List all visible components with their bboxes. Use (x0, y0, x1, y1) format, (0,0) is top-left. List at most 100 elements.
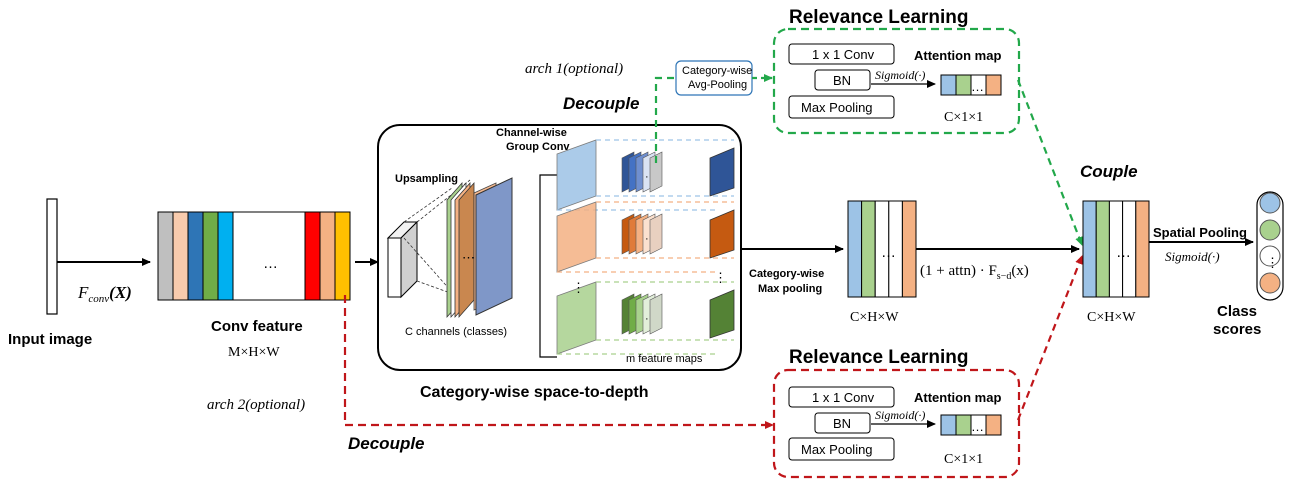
class-score-circles (1259, 192, 1281, 294)
class-score-circle (1259, 245, 1281, 267)
vdots-left: ⋮ (572, 280, 585, 295)
class-score-circle (1259, 219, 1281, 241)
group-conv-slab-right (709, 209, 735, 259)
bn-top[interactable] (814, 69, 871, 91)
s2d-title: Category-wise space-to-depth (420, 384, 648, 401)
maxpool-top[interactable] (788, 95, 895, 119)
relevance-title-bottom: Relevance Learning (789, 347, 969, 368)
maxpool-bottom[interactable] (788, 437, 895, 461)
cxhxw-block-output (1082, 200, 1150, 298)
class-label-1: Class (1217, 303, 1257, 320)
conv-feature-label: Conv feature (211, 318, 303, 335)
attention-dots: … (971, 419, 984, 434)
input-image-box (46, 198, 58, 315)
attention-map-top: … (940, 74, 1002, 96)
class-score-circle (1259, 272, 1281, 294)
c-channels-label: C channels (classes) (405, 326, 507, 338)
conv-1x1-top-label: 1 x 1 Conv (812, 47, 875, 62)
block-stripe (1135, 200, 1150, 298)
upsampling-group: ⋯ (386, 177, 513, 319)
conv-stripe (202, 211, 219, 301)
sigmoid-bottom: Sigmoid(·) (875, 408, 925, 422)
c11-top: C×1×1 (944, 110, 983, 125)
conv-stripe (187, 211, 204, 301)
sigmoid-top: Sigmoid(·) (875, 68, 925, 82)
attention-stripe (940, 74, 957, 96)
mid-dots: … (881, 244, 896, 261)
maxpool-bottom-label: Max Pooling (801, 442, 873, 457)
bn-bottom[interactable] (814, 412, 871, 434)
attention-map-title-bottom: Attention map (914, 390, 1001, 405)
input-image-label: Input image (8, 331, 92, 348)
mhw-label: M×H×W (228, 345, 280, 360)
catavg-label-1: Category-wise (682, 65, 752, 77)
decouple-bottom: Decouple (348, 434, 425, 453)
bn-top-label: BN (833, 73, 851, 88)
conv-stripe (232, 211, 306, 301)
bn-bottom-label: BN (833, 416, 851, 431)
vdots-right: ⋮ (714, 270, 727, 285)
row-dots: · (645, 313, 649, 325)
formula: (1 + attn) · Fs−d(x) (920, 263, 1029, 282)
upsampling-label: Upsampling (395, 173, 458, 185)
block-stripe (847, 200, 863, 298)
conv-stripe (157, 211, 174, 301)
out-dots: … (1116, 244, 1131, 261)
spatial-pooling-label: Spatial Pooling (1153, 225, 1247, 240)
class-vdots: ⋮ (1266, 255, 1279, 270)
group-conv-slab (649, 151, 663, 193)
c11-bottom: C×1×1 (944, 452, 983, 467)
fconv-label: Fconv(X) (77, 283, 132, 305)
block-stripe (901, 200, 917, 298)
conv-1x1-bottom-label: 1 x 1 Conv (812, 390, 875, 405)
green-dash-to-couple (1016, 79, 1084, 246)
channel-wise-label-2: Group Conv (506, 141, 570, 153)
relevance-title-top: Relevance Learning (789, 7, 969, 28)
attention-stripe (985, 414, 1002, 436)
conv-stripe (217, 211, 234, 301)
cat-maxpool-label-2: Max pooling (758, 283, 822, 295)
decouple-top: Decouple (563, 94, 640, 113)
bracket (539, 174, 557, 358)
attention-stripe (940, 414, 957, 436)
spatial-sigmoid: Sigmoid(·) (1165, 249, 1220, 264)
conv-feature-dots: … (263, 255, 278, 272)
block-stripe (861, 200, 876, 298)
chw-mid: C×H×W (850, 310, 899, 325)
attention-dots: … (971, 79, 984, 94)
conv-stripe (319, 211, 336, 301)
row-dots: · (645, 233, 649, 245)
group-conv-slab-right (709, 289, 735, 339)
m-feature-maps-label: m feature maps (626, 353, 703, 365)
cat-maxpool-label-1: Category-wise (749, 268, 824, 280)
arch2-label: arch 2(optional) (207, 397, 305, 413)
attention-map-bottom: … (940, 414, 1002, 436)
svg-text:⋯: ⋯ (462, 250, 475, 265)
chw-right: C×H×W (1087, 310, 1136, 325)
conv-feature-block (157, 211, 351, 301)
attention-stripe (985, 74, 1002, 96)
conv-stripe (334, 211, 351, 301)
group-conv-slab-right (709, 147, 735, 197)
attention-stripe (955, 74, 972, 96)
relevance-box-bottom (772, 368, 1021, 479)
couple-label: Couple (1080, 162, 1138, 181)
class-label-2: scores (1213, 321, 1261, 338)
channel-wise-label-1: Channel-wise (496, 127, 567, 139)
maxpool-top-label: Max Pooling (801, 100, 873, 115)
conv-1x1-top[interactable] (788, 43, 895, 65)
green-dash-arch1 (654, 76, 674, 163)
attention-map-title-top: Attention map (914, 48, 1001, 63)
catavg-label-2: Avg-Pooling (688, 79, 747, 91)
block-stripe (1082, 200, 1097, 298)
group-conv-rows: · · · (556, 139, 735, 355)
cxhxw-block-middle (847, 200, 917, 298)
group-conv-slab (649, 213, 663, 255)
conv-stripe (304, 211, 321, 301)
group-conv-slab (649, 293, 663, 335)
row-dots: · (645, 171, 649, 183)
attention-stripe (955, 414, 972, 436)
conv-1x1-bottom[interactable] (788, 386, 895, 408)
conv-stripe (172, 211, 189, 301)
